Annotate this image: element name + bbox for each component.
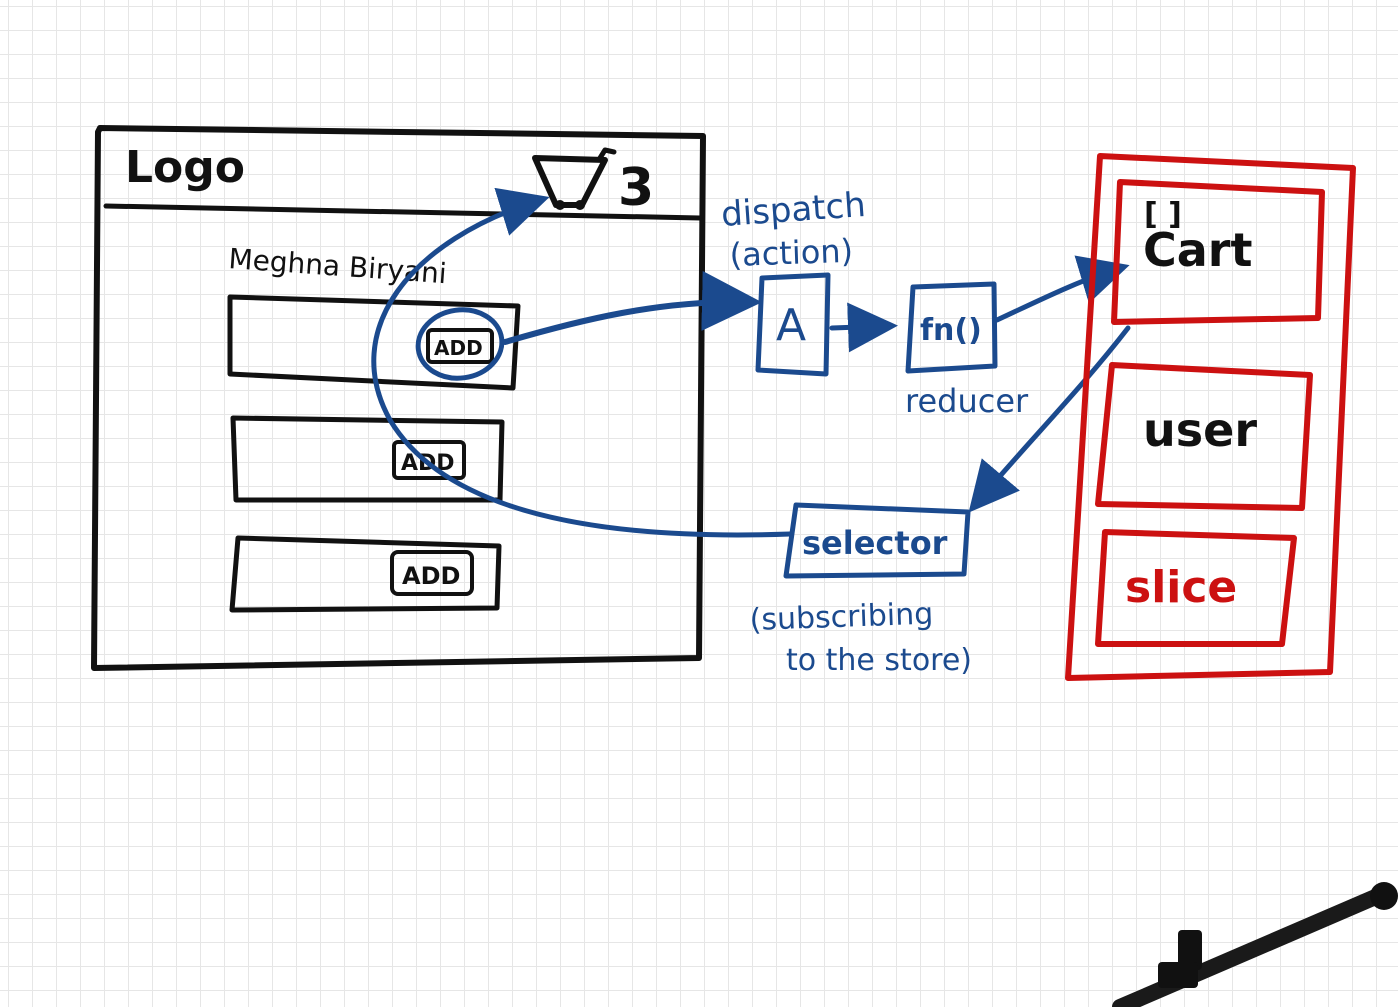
svg-text:[ ]: [ ] <box>1144 197 1182 232</box>
selector-note-line2: to the store) <box>786 643 972 678</box>
svg-text:A: A <box>776 300 806 351</box>
action-to-reducer-arrow <box>829 302 898 353</box>
dispatch-label: dispatch <box>720 185 867 235</box>
add-button-highlight <box>415 307 505 381</box>
svg-text:ADD: ADD <box>434 336 483 360</box>
svg-text:fn(): fn() <box>920 313 982 348</box>
restaurant-name: Meghna Biryani <box>228 242 448 290</box>
svg-text:slice: slice <box>1125 562 1237 613</box>
microphone-stand <box>1112 882 1398 1007</box>
slice-box: slice <box>1095 529 1297 647</box>
selector-note-line1: (subscribing <box>749 597 934 638</box>
store-to-selector-arrow <box>968 325 1131 513</box>
add-button[interactable]: ADD <box>390 550 474 596</box>
reducer-to-cart-arrow <box>994 255 1130 323</box>
logo: Logo <box>125 142 245 193</box>
selector-to-cart-arrow <box>371 187 793 538</box>
action-box: A <box>755 272 831 377</box>
svg-text:ADD: ADD <box>402 562 460 590</box>
redux-store: [ ] Cart user slice <box>1065 153 1356 681</box>
reducer-function-box: fn() <box>905 281 998 374</box>
app-frame <box>91 125 706 671</box>
reducer-label: reducer <box>905 382 1029 420</box>
cart-icon[interactable] <box>532 147 617 210</box>
menu-item-row <box>229 535 502 613</box>
add-button[interactable]: ADD <box>392 440 466 480</box>
redux-flow: dispatch (action) A fn() reducer selecto… <box>371 185 1131 678</box>
menu-item-row <box>227 294 521 391</box>
svg-text:user: user <box>1143 403 1257 457</box>
cart-count: 3 <box>618 158 654 218</box>
cart-slice: [ ] Cart <box>1111 179 1325 325</box>
header-divider <box>103 203 703 221</box>
store-frame <box>1065 153 1356 681</box>
user-slice: user <box>1095 362 1313 511</box>
action-label: (action) <box>729 232 854 274</box>
svg-text:selector: selector <box>802 524 948 562</box>
app-wireframe: Logo 3 Meghna Biryani ADD ADD ADD <box>91 125 706 671</box>
svg-text:Cart: Cart <box>1143 223 1252 277</box>
add-button[interactable]: ADD <box>426 328 494 364</box>
selector-box: selector <box>783 502 971 579</box>
dispatch-arrow <box>502 270 762 345</box>
